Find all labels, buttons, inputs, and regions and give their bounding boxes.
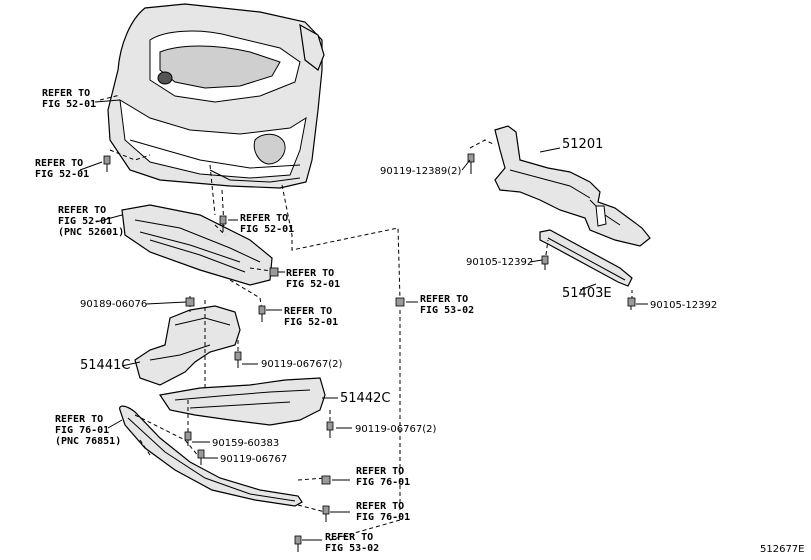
crossmember-51201 — [494, 125, 651, 247]
svg-text:REFER TO: REFER TO — [356, 501, 404, 512]
svg-text:REFER TO: REFER TO — [42, 88, 90, 99]
svg-text:FIG 76-01: FIG 76-01 — [356, 512, 410, 523]
leader-lines — [79, 99, 648, 541]
clip-icon — [321, 475, 331, 485]
refer-label-4[interactable]: REFER TO FIG 52-01 — [240, 213, 294, 235]
bolt-code-90105-12392-a[interactable]: 90105-12392 — [466, 257, 533, 268]
clip-icon — [395, 297, 405, 307]
refer-label-8[interactable]: REFER TO FIG 76-01 (PNC 76851) — [55, 414, 121, 447]
front-bumper-cover — [107, 3, 325, 189]
svg-text:REFER TO: REFER TO — [284, 306, 332, 317]
svg-text:FIG 52-01: FIG 52-01 — [42, 99, 96, 110]
bolt-icon — [322, 505, 330, 522]
figure-code: 512677E — [760, 544, 805, 555]
refer-label-10[interactable]: REFER TO FIG 76-01 — [356, 501, 410, 523]
bolt-icon — [627, 297, 636, 310]
refer-label-2[interactable]: REFER TO FIG 52-01 — [35, 158, 89, 180]
engine-under-cover-upper — [121, 204, 273, 286]
svg-text:FIG 52-01: FIG 52-01 — [284, 317, 338, 328]
svg-text:REFER TO: REFER TO — [356, 466, 404, 477]
brace-51403e — [539, 229, 633, 287]
bolt-icon — [197, 449, 205, 465]
svg-text:REFER TO: REFER TO — [286, 268, 334, 279]
svg-text:(PNC 52601): (PNC 52601) — [58, 227, 124, 238]
clip-icon — [269, 267, 279, 277]
svg-text:FIG 52-01: FIG 52-01 — [286, 279, 340, 290]
bolt-icon — [258, 305, 266, 322]
part-51442c-label[interactable]: 51442C — [340, 391, 390, 406]
refer-label-1[interactable]: REFER TO FIG 52-01 — [42, 88, 96, 110]
bolt-icon — [103, 155, 111, 172]
svg-text:REFER TO: REFER TO — [58, 205, 106, 216]
refer-label-6[interactable]: REFER TO FIG 52-01 — [284, 306, 338, 328]
bolt-icon — [541, 255, 549, 270]
svg-text:FIG 52-01: FIG 52-01 — [35, 169, 89, 180]
bolt-code-90189-06076[interactable]: 90189-06076 — [80, 299, 147, 310]
part-51201-label[interactable]: 51201 — [562, 137, 603, 152]
svg-text:REFER TO: REFER TO — [420, 294, 468, 305]
bolt-icon — [184, 431, 192, 446]
part-51403e-label[interactable]: 51403E — [562, 286, 612, 301]
bolt-icon — [326, 421, 334, 438]
bolt-icon — [467, 153, 475, 174]
svg-text:REFER TO: REFER TO — [240, 213, 288, 224]
bolt-code-90119-06767-c[interactable]: 90119-06767 — [220, 454, 287, 465]
svg-text:REFER TO: REFER TO — [325, 532, 373, 543]
bolt-code-90105-12392-b[interactable]: 90105-12392 — [650, 300, 717, 311]
bolt-icon — [219, 215, 227, 232]
svg-text:(PNC 76851): (PNC 76851) — [55, 436, 121, 447]
svg-text:REFER TO: REFER TO — [35, 158, 83, 169]
cover-51441c — [134, 305, 241, 386]
bolt-code-90159-60383[interactable]: 90159-60383 — [212, 438, 279, 449]
clip-icon — [185, 297, 195, 307]
svg-text:FIG 53-02: FIG 53-02 — [420, 305, 474, 316]
bolt-code-90119-12389[interactable]: 90119-12389(2) — [380, 166, 461, 177]
svg-text:FIG 52-01: FIG 52-01 — [240, 224, 294, 235]
svg-text:FIG 76-01: FIG 76-01 — [356, 477, 410, 488]
svg-text:FIG 76-01: FIG 76-01 — [55, 425, 109, 436]
refer-label-3[interactable]: REFER TO FIG 52-01 (PNC 52601) — [58, 205, 124, 238]
refer-label-11[interactable]: REFER TO FIG 53-02 — [325, 532, 379, 554]
part-51441c-label[interactable]: 51441C — [80, 358, 130, 373]
svg-text:REFER TO: REFER TO — [55, 414, 103, 425]
svg-text:FIG 53-02: FIG 53-02 — [325, 543, 379, 554]
bolt-icon — [294, 535, 302, 552]
bolt-code-90119-06767-a[interactable]: 90119-06767(2) — [261, 359, 342, 370]
bolt-icon — [234, 351, 242, 368]
refer-label-9[interactable]: REFER TO FIG 76-01 — [356, 466, 410, 488]
refer-label-7[interactable]: REFER TO FIG 53-02 — [420, 294, 474, 316]
svg-text:FIG 52-01: FIG 52-01 — [58, 216, 112, 227]
bolt-code-90119-06767-b[interactable]: 90119-06767(2) — [355, 424, 436, 435]
refer-label-5[interactable]: REFER TO FIG 52-01 — [286, 268, 340, 290]
cover-51442c — [158, 377, 326, 426]
